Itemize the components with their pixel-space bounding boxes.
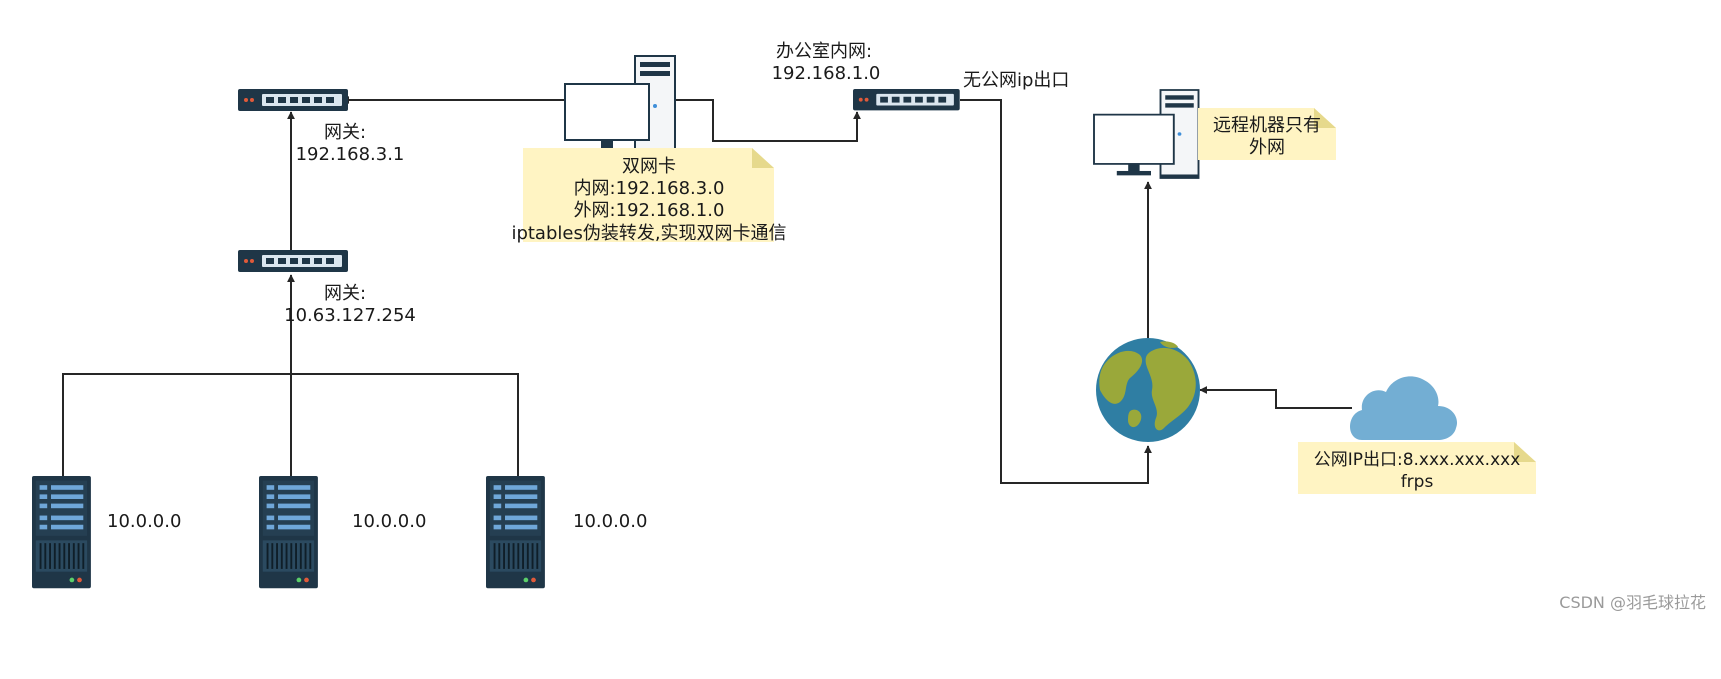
network-switch-icon xyxy=(238,89,348,111)
server-rack-icon xyxy=(258,475,319,590)
dual-nic-title: 双网卡 xyxy=(622,156,676,177)
gateway-upper-ip: 192.168.3.1 xyxy=(296,144,405,165)
public-note-line1: 公网IP出口:8.xxx.xxx.xxx xyxy=(1314,450,1521,470)
connector-cloud-to-internet xyxy=(1199,386,1352,409)
public-note-line2: frps xyxy=(1401,472,1434,492)
connectors xyxy=(62,96,1352,484)
dual-nic-inner: 内网:192.168.3.0 xyxy=(574,178,725,199)
note-public-ip xyxy=(1298,442,1536,494)
globe-internet-icon xyxy=(1096,338,1200,442)
note-remote-only xyxy=(1198,108,1336,160)
note-dual-nic xyxy=(523,148,774,242)
gateway-upper-title: 网关: xyxy=(324,122,366,143)
connector-pc-to-office-switch xyxy=(675,99,861,142)
server-ip-label: 10.0.0.0 xyxy=(352,511,426,532)
network-switch-icon xyxy=(238,250,348,272)
remote-note-line1: 远程机器只有 xyxy=(1213,115,1321,136)
dual-nic-desc: iptables伪装转发,实现双网卡通信 xyxy=(511,223,786,244)
no-public-ip-label: 无公网ip出口 xyxy=(963,70,1069,91)
desktop-computer-icon xyxy=(564,55,676,157)
dual-nic-outer: 外网:192.168.1.0 xyxy=(574,200,725,221)
cloud-icon xyxy=(1350,376,1458,440)
gateway-lower-ip: 10.63.127.254 xyxy=(284,305,416,326)
server-ip-label: 10.0.0.0 xyxy=(107,511,181,532)
server-rack-icon xyxy=(485,475,546,590)
connector-office-switch-to-internet xyxy=(960,99,1152,484)
desktop-computer-icon xyxy=(1093,89,1200,179)
remote-note-line2: 外网 xyxy=(1249,137,1285,158)
server-ip-label: 10.0.0.0 xyxy=(573,511,647,532)
network-switch-icon xyxy=(853,89,960,111)
office-lan-title: 办公室内网: xyxy=(776,41,872,62)
watermark: CSDN @羽毛球拉花 xyxy=(1559,593,1706,612)
office-lan-ip: 192.168.1.0 xyxy=(772,63,881,84)
gateway-lower-title: 网关: xyxy=(324,283,366,304)
server-rack-icon xyxy=(31,475,92,590)
